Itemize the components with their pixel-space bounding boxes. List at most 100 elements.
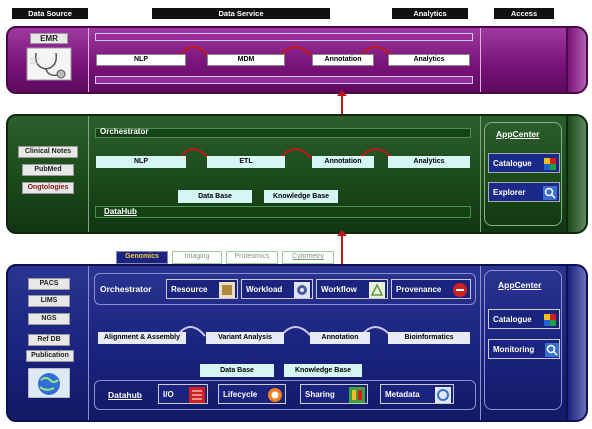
emr-label: EMR — [30, 33, 68, 44]
top-service-annotation[interactable]: Annotation — [312, 54, 374, 66]
header-data-service: Data Service — [152, 8, 330, 19]
middle-source-clinical-notes[interactable]: Clinical Notes — [18, 146, 78, 158]
tab-genomics[interactable]: Genomics — [116, 251, 168, 264]
gear-icon — [294, 282, 310, 298]
hub-io[interactable]: I/O — [158, 384, 208, 404]
hub-lifecycle-label: Lifecycle — [223, 390, 258, 399]
bottom-appcenter-panel — [484, 270, 562, 410]
middle-app-explorer[interactable]: Explorer — [488, 182, 560, 202]
orch-resource-label: Resource — [171, 285, 208, 294]
middle-divider-right — [480, 116, 481, 232]
middle-source-pubmed[interactable]: PubMed — [22, 164, 74, 176]
bottom-datahub-title: Datahub — [108, 390, 142, 400]
tab-imaging[interactable]: Imaging — [172, 251, 222, 264]
tab-genomics-label: Genomics — [125, 253, 159, 260]
top-service-analytics[interactable]: Analytics — [388, 54, 470, 66]
middle-divider-left — [88, 116, 89, 232]
resource-icon — [219, 282, 235, 298]
top-divider-right — [480, 28, 481, 92]
hub-lifecycle[interactable]: Lifecycle — [218, 384, 286, 404]
orch-workload[interactable]: Workload — [241, 279, 313, 299]
bottom-orchestrator-panel — [94, 273, 476, 305]
explorer-icon — [543, 186, 557, 200]
middle-service-nlp[interactable]: NLP — [96, 156, 186, 168]
bottom-app-monitoring[interactable]: Monitoring — [488, 339, 560, 359]
middle-datahub-bar — [95, 206, 471, 218]
bottom-store-database[interactable]: Data Base — [200, 364, 274, 377]
hub-sharing[interactable]: Sharing — [300, 384, 368, 404]
bottom-datahub-panel — [94, 380, 476, 410]
top-service-mdm[interactable]: MDM — [207, 54, 285, 66]
bottom-divider-right — [480, 266, 481, 420]
hub-io-label: I/O — [163, 390, 174, 399]
bottom-orchestrator-title: Orchestrator — [100, 284, 152, 294]
middle-app-catalogue[interactable]: Catalogue — [488, 153, 560, 173]
tab-imaging-label: Imaging — [184, 253, 210, 260]
middle-service-etl[interactable]: ETL — [207, 156, 285, 168]
bottom-layer-cap — [566, 264, 588, 422]
tab-proteomics[interactable]: Proteomics — [226, 251, 278, 264]
bottom-divider-left — [88, 266, 89, 420]
orch-workflow-label: Workflow — [321, 285, 357, 294]
orch-workflow[interactable]: Workflow — [316, 279, 388, 299]
middle-flow-arcs — [179, 148, 393, 159]
orch-resource[interactable]: Resource — [166, 279, 238, 299]
middle-store-database[interactable]: Data Base — [178, 190, 252, 203]
emr-source[interactable]: EMR — [24, 33, 74, 83]
tab-proteomics-label: Proteomics — [234, 253, 270, 260]
top-layer-cap — [566, 26, 588, 94]
orch-provenance-label: Provenance — [396, 285, 442, 294]
top-divider-left — [88, 28, 89, 92]
hub-sharing-label: Sharing — [305, 390, 335, 399]
middle-store-knowledgebase[interactable]: Knowledge Base — [264, 190, 338, 203]
tab-cytometry[interactable]: Cytometry — [282, 251, 334, 264]
middle-appcenter-title: AppCenter — [496, 129, 540, 139]
pipeline-bioinformatics[interactable]: Bioinformatics — [388, 332, 470, 344]
orch-workload-label: Workload — [246, 285, 283, 294]
middle-layer-cap — [566, 114, 588, 234]
bottom-source-lims[interactable]: LIMS — [28, 295, 70, 307]
header-analytics: Analytics — [392, 8, 468, 19]
bottom-appcenter-title: AppCenter — [498, 280, 542, 290]
hub-metadata-label: Metadata — [385, 390, 420, 399]
globe-image-icon — [28, 368, 70, 398]
stethoscope-icon — [26, 47, 72, 81]
cube-icon — [544, 158, 556, 170]
middle-service-analytics[interactable]: Analytics — [388, 156, 470, 168]
pipeline-variant-analysis[interactable]: Variant Analysis — [206, 332, 284, 344]
middle-appcenter-panel — [484, 122, 562, 226]
orch-provenance[interactable]: Provenance — [391, 279, 471, 299]
workflow-icon — [369, 282, 385, 298]
bottom-app-catalogue-label: Catalogue — [493, 315, 532, 324]
top-service-nlp[interactable]: NLP — [96, 54, 186, 66]
hub-metadata[interactable]: Metadata — [380, 384, 454, 404]
sharing-icon — [349, 387, 365, 403]
bottom-source-pacs[interactable]: PACS — [28, 278, 70, 290]
top-service-bar-upper — [95, 33, 473, 41]
middle-source-ontologies[interactable]: Ongtologies — [22, 182, 74, 194]
bottom-source-refdb[interactable]: Ref DB — [28, 334, 70, 346]
middle-datahub-title: DataHub — [104, 207, 137, 216]
bottom-app-monitoring-label: Monitoring — [493, 345, 535, 354]
lifecycle-icon — [268, 388, 282, 402]
middle-service-annotation[interactable]: Annotation — [312, 156, 374, 168]
middle-orchestrator-title: Orchestrator — [100, 127, 149, 136]
header-access: Access — [494, 8, 554, 19]
metadata-icon — [435, 387, 451, 403]
pipeline-alignment[interactable]: Alignment & Assembly — [98, 332, 186, 344]
pipeline-annotation[interactable]: Annotation — [310, 332, 370, 344]
cube-icon — [544, 314, 556, 326]
tab-cytometry-label: Cytometry — [292, 253, 324, 260]
middle-orchestrator-bar — [95, 128, 471, 138]
io-icon — [189, 387, 205, 403]
bottom-app-catalogue[interactable]: Catalogue — [488, 309, 560, 329]
bottom-source-ngs[interactable]: NGS — [28, 313, 70, 325]
top-flow-arcs — [179, 46, 393, 57]
middle-app-explorer-label: Explorer — [493, 188, 526, 197]
bottom-source-publication[interactable]: Publication — [26, 350, 74, 362]
bottom-store-knowledgebase[interactable]: Knowledge Base — [284, 364, 362, 377]
provenance-icon — [453, 283, 467, 297]
middle-app-catalogue-label: Catalogue — [493, 159, 532, 168]
top-service-bar-lower — [95, 76, 473, 84]
header-data-source: Data Source — [12, 8, 88, 19]
